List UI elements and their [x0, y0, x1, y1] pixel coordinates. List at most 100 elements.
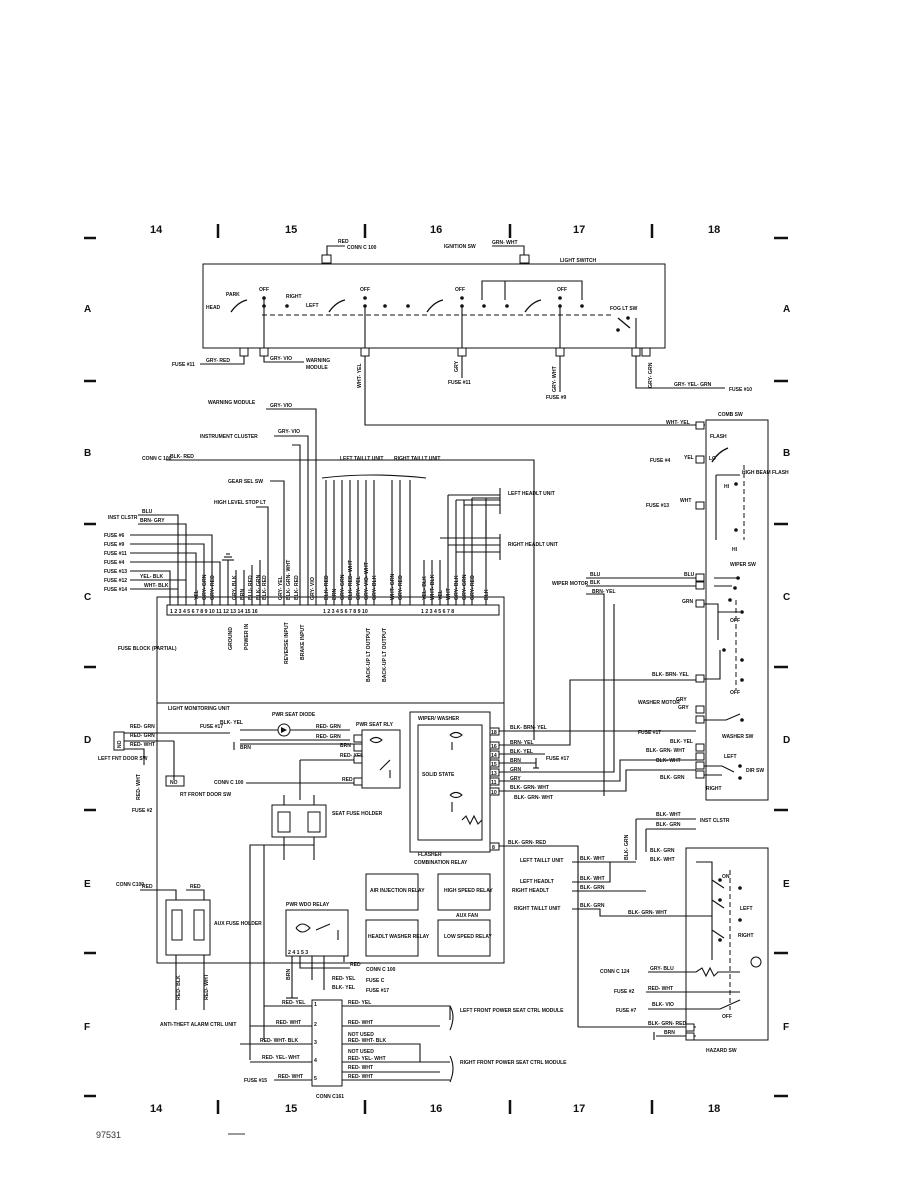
document-id: 97531 [96, 1130, 121, 1140]
wire-c-2: WHT- BLK [430, 574, 436, 600]
comb-fuse17-label: FUSE #17 [638, 730, 661, 736]
gry-wht-label: GRY- WHT [552, 365, 558, 392]
rt-front-door-sw [165, 775, 185, 787]
hazard-left-taillt-label: LEFT TAILLT UNIT [520, 858, 563, 864]
comb-blk-wht-label: BLK- WHT [656, 758, 681, 764]
wdo-blk-yel-label: BLK- YEL [332, 985, 355, 991]
relay-pin-14: 14 [491, 753, 497, 759]
pin-row-2: 1 2 3 4 5 6 7 8 9 10 [323, 609, 368, 615]
c161-red-wht-blk-left: RED- WHT- BLK [260, 1038, 298, 1044]
seat-red-wht-vert: RED- WHT [136, 773, 142, 800]
hazard-left-headlt-label: LEFT HEADLT [520, 879, 554, 885]
wdo-conn-c100-label: CONN C 100 [366, 967, 396, 973]
off-label-2: OFF [360, 287, 370, 293]
blu-label: BLU [142, 509, 153, 515]
c161-red-wht-right: RED- WHT [348, 1020, 373, 1026]
instrument-cluster-label: INSTRUMENT CLUSTER [200, 434, 258, 440]
rt-no-label: NO [170, 780, 178, 786]
low-speed-relay-label: LOW SPEED RELAY [444, 934, 493, 940]
flasher-label: FLASHER [418, 852, 442, 858]
wdo-brn-label: BRN [286, 969, 292, 980]
hazard-red-wht-label: RED- WHT [648, 986, 673, 992]
seat-red-yel-label: RED- YEL [340, 753, 363, 759]
relay-blk-brn-yel-label: BLK- BRN- YEL [510, 725, 547, 731]
off-label-1: OFF [259, 287, 269, 293]
function-backup-lt-output-1: BACK-UP LT OUTPUT [366, 627, 372, 682]
hazard-fuse2-label: FUSE #2 [614, 989, 635, 995]
wire-a-1: YEL [194, 589, 200, 600]
seat-red-label: RED [342, 777, 353, 783]
seat-conn-c100-e-label: CONN C100 [116, 882, 144, 888]
c161-red-wht-right-2: RED- WHT [348, 1065, 373, 1071]
hazard-blk-grn-vert: BLK- GRN [624, 834, 630, 860]
washer-motor-label: WASHER MOTOR [638, 700, 680, 706]
combination-relay-label: COMBINATION RELAY [414, 860, 468, 866]
c161-pin-1: 1 [314, 1002, 317, 1008]
c161-fuse15-label: FUSE #15 [244, 1078, 267, 1084]
solid-state-label: SOLID STATE [422, 772, 455, 778]
c161-pin-5: 5 [314, 1076, 317, 1082]
right-front-power-seat-label: RIGHT FRONT POWER SEAT CTRL MODULE [460, 1060, 567, 1066]
hazard-brn-label: BRN [664, 1030, 675, 1036]
grid-row-left-a: A [84, 304, 91, 315]
hazard-blk-wht-label-3: BLK- WHT [580, 856, 605, 862]
comb-yel-label: YEL [684, 455, 694, 461]
seat-fuse17-label: FUSE #17 [200, 724, 223, 730]
hazard-sw-label: HAZARD SW [706, 1048, 737, 1054]
module-label: MODULE [306, 365, 328, 371]
power-seat-circuit: FUSE #17 BLK- YEL PWR SEAT DIODE RED- GR… [98, 712, 567, 1100]
warning-module-label: WARNING MODULE [208, 400, 256, 406]
seat-red-grn-label-3: RED- GRN [130, 724, 155, 730]
hazard-on-label: ON [722, 874, 730, 880]
light-switch-label: LIGHT SWITCH [560, 258, 596, 264]
hazard-blk-grn-label-1: BLK- GRN [656, 822, 681, 828]
comb-off-label-2: OFF [730, 690, 740, 696]
hazard-fuse7-label: FUSE #7 [616, 1008, 637, 1014]
combination-relay-housing [409, 711, 491, 853]
gry-top-label: GRY [454, 360, 460, 372]
wdo-red-yel-label: RED- YEL [332, 976, 355, 982]
function-power-in: POWER IN [244, 624, 250, 650]
c161-pin-4: 4 [314, 1058, 317, 1064]
wire-c-6: GRY- GRN [462, 574, 468, 600]
flash-label: FLASH [710, 434, 727, 440]
park-label: PARK [226, 292, 240, 298]
wire-b-3: GRY- GRN [340, 574, 346, 600]
seat-blk-yel-label: BLK- YEL [220, 720, 243, 726]
wire-c-4: WHT [446, 587, 452, 600]
high-speed-relay-label: HIGH SPEED RELAY [444, 888, 493, 894]
fuse11-mid-label: FUSE #11 [448, 380, 471, 386]
high-level-stop-lt-label: HIGH LEVEL STOP LT [214, 500, 266, 506]
relay-brn-label: BRN [510, 758, 521, 764]
brn-gry-label: BRN- GRY [140, 518, 165, 524]
gear-sel-sw-label: GEAR SEL SW [228, 479, 263, 485]
pin-row-1: 1 2 3 4 5 6 7 8 9 10 11 12 13 14 15 16 [170, 609, 258, 615]
comb-blk-brn-yel-label: BLK- BRN- YEL [652, 672, 689, 678]
hazard-blk-wht-label-1: BLK- WHT [656, 812, 681, 818]
relay-brn-yel-label: BRN- YEL [510, 740, 534, 746]
inst-clstr-label: INST CLSTR [108, 515, 138, 521]
c161-red-yel-wht-left: RED- YEL- WHT [262, 1055, 300, 1061]
combination-relay: WIPER/ WASHER SOLID STATE FLASHER COMBIN… [156, 604, 696, 964]
ignition-wire-label: GRN- WHT [492, 240, 518, 246]
comb-left-label: LEFT [724, 754, 737, 760]
grid-row-right-c: C [783, 592, 790, 603]
fuse9-top-label: FUSE #9 [546, 395, 567, 401]
comb-wht-label: WHT [680, 498, 691, 504]
grid-frame: 14 15 16 17 18 14 15 16 17 18 [84, 224, 790, 1140]
off-label-3: OFF [455, 287, 465, 293]
wiper-sw-label: WIPER SW [730, 562, 756, 568]
grid-col-top-16: 16 [430, 224, 442, 236]
air-injection-relay-label: AIR INJECTION RELAY [370, 888, 425, 894]
seat-brn-label: BRN [240, 745, 251, 751]
solid-state-block [417, 724, 483, 841]
relay-pin-18: 18 [491, 730, 497, 736]
c161-red-wht-left-2: RED- WHT [278, 1074, 303, 1080]
c161-red-wht-left: RED- WHT [276, 1020, 301, 1026]
grid-row-right-a: A [783, 304, 790, 315]
grid-row-left-d: D [84, 735, 91, 746]
wdo-red-label: RED [350, 962, 361, 968]
comb-wht-yel-label: WHT- YEL [666, 420, 690, 426]
grid-col-bottom-15: 15 [285, 1103, 297, 1115]
wire-b-4: BLK- RED- WHT [348, 559, 354, 600]
